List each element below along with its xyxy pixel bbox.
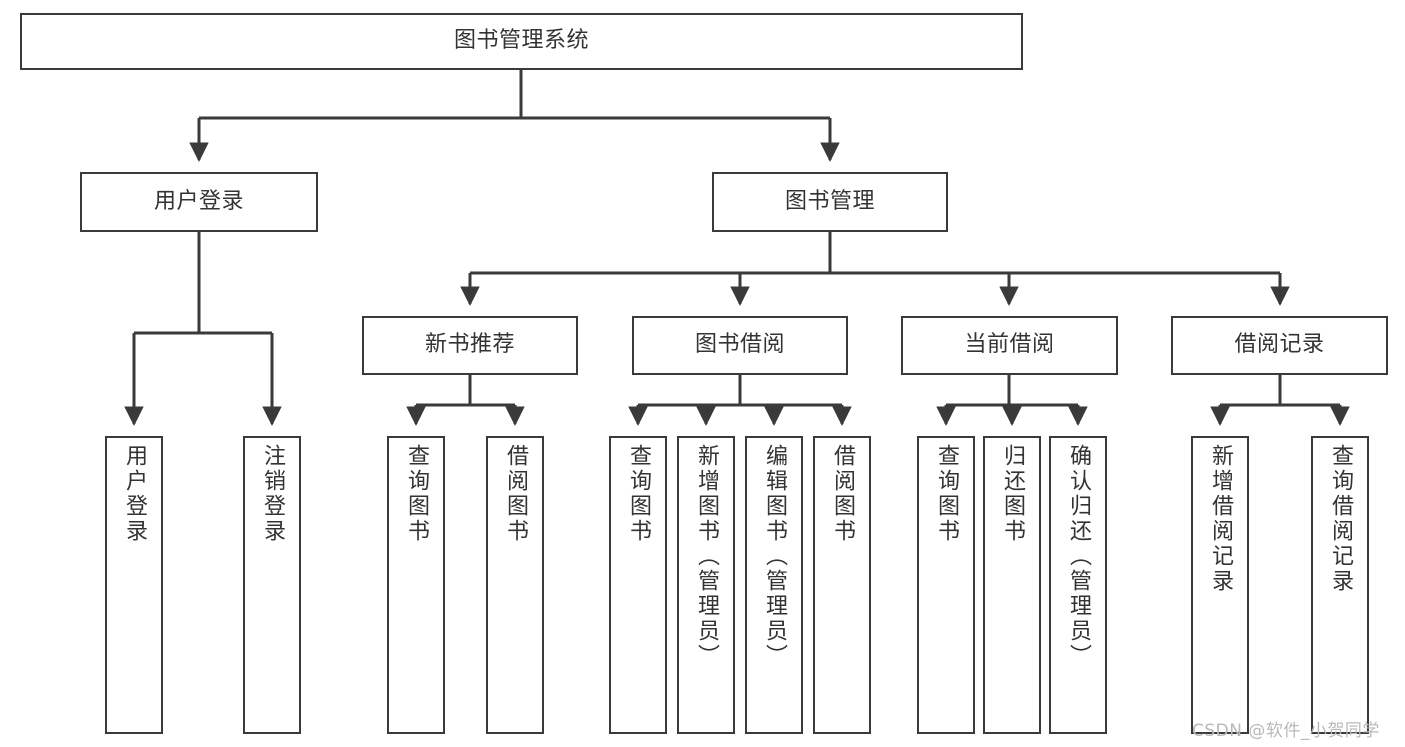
leaf-add-borrow-record-label: 新增借阅记录 xyxy=(1208,444,1233,594)
leaf-borrow-book-rec-label: 借阅图书 xyxy=(503,444,528,544)
node-borrow-record[interactable]: 借阅记录 xyxy=(1171,316,1388,375)
leaf-edit-book-admin-label: 编辑图书（管理员） xyxy=(762,444,787,669)
leaf-query-book-cur[interactable]: 查询图书 xyxy=(917,436,975,734)
node-book-manage-label: 图书管理 xyxy=(784,188,875,214)
leaf-borrow-book-label: 借阅图书 xyxy=(830,444,855,544)
leaf-add-book-admin-label: 新增图书（管理员） xyxy=(694,444,719,669)
leaf-add-borrow-record[interactable]: 新增借阅记录 xyxy=(1191,436,1249,734)
node-current-borrow-label: 当前借阅 xyxy=(964,332,1055,358)
node-root-label: 图书管理系统 xyxy=(453,28,589,54)
node-root[interactable]: 图书管理系统 xyxy=(20,13,1023,70)
leaf-borrow-book-rec[interactable]: 借阅图书 xyxy=(486,436,544,734)
node-user-login[interactable]: 用户登录 xyxy=(80,172,318,232)
node-user-login-label: 用户登录 xyxy=(153,188,244,214)
leaf-logout[interactable]: 注销登录 xyxy=(243,436,301,734)
node-book-borrow-label: 图书借阅 xyxy=(694,332,785,358)
node-book-borrow[interactable]: 图书借阅 xyxy=(632,316,848,375)
leaf-query-book-cur-label: 查询图书 xyxy=(934,444,959,544)
node-new-book-recommend[interactable]: 新书推荐 xyxy=(362,316,578,375)
leaf-return-book-label: 归还图书 xyxy=(1000,444,1025,544)
leaf-confirm-return-admin[interactable]: 确认归还（管理员） xyxy=(1049,436,1107,734)
leaf-confirm-return-admin-label: 确认归还（管理员） xyxy=(1066,444,1091,669)
leaf-return-book[interactable]: 归还图书 xyxy=(983,436,1041,734)
leaf-query-book-borrow[interactable]: 查询图书 xyxy=(609,436,667,734)
node-book-manage[interactable]: 图书管理 xyxy=(712,172,948,232)
leaf-user-login[interactable]: 用户登录 xyxy=(105,436,163,734)
node-new-book-recommend-label: 新书推荐 xyxy=(424,332,515,358)
leaf-logout-label: 注销登录 xyxy=(260,444,285,544)
leaf-query-book-rec[interactable]: 查询图书 xyxy=(387,436,445,734)
leaf-borrow-book[interactable]: 借阅图书 xyxy=(813,436,871,734)
leaf-query-borrow-record[interactable]: 查询借阅记录 xyxy=(1311,436,1369,734)
csdn-watermark: CSDN @软件_小贺同学 xyxy=(1192,721,1380,741)
leaf-add-book-admin[interactable]: 新增图书（管理员） xyxy=(677,436,735,734)
leaf-query-book-borrow-label: 查询图书 xyxy=(626,444,651,544)
leaf-query-book-rec-label: 查询图书 xyxy=(404,444,429,544)
leaf-edit-book-admin[interactable]: 编辑图书（管理员） xyxy=(745,436,803,734)
node-current-borrow[interactable]: 当前借阅 xyxy=(901,316,1118,375)
leaf-query-borrow-record-label: 查询借阅记录 xyxy=(1328,444,1353,594)
leaf-user-login-label: 用户登录 xyxy=(122,444,147,544)
node-borrow-record-label: 借阅记录 xyxy=(1234,332,1325,358)
